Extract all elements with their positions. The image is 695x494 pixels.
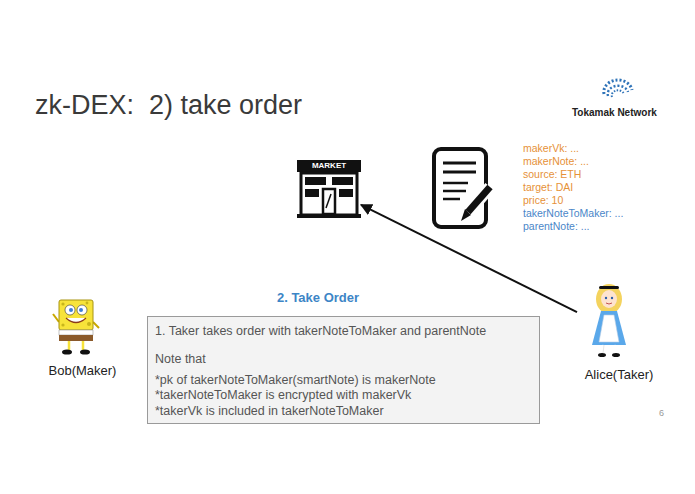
- flow-arrow: [361, 205, 577, 312]
- order-field: takerNoteToMaker: ...: [523, 207, 623, 220]
- order-field: price: 10: [523, 194, 563, 207]
- note-text: *pk of takerNoteToMaker(smartNote) is ma…: [155, 373, 436, 388]
- document-sheet: [434, 149, 486, 227]
- page-number: 6: [659, 408, 664, 419]
- actor-label: Bob(Maker): [40, 363, 125, 379]
- note-text: *takerVk is included in takerNoteToMaker: [155, 404, 384, 419]
- taker-node: Alice(Taker): [577, 283, 661, 383]
- logo-rings: [604, 80, 632, 97]
- order-field: source: ETH: [523, 168, 581, 181]
- step-text: 1. Taker takes order with takerNoteToMak…: [155, 324, 486, 339]
- order-field: parentNote: ...: [523, 220, 590, 233]
- bob-illustration: [52, 298, 100, 356]
- actor-label: Alice(Taker): [577, 367, 661, 383]
- order-field: makerNote: ...: [523, 155, 589, 168]
- market-node: MARKET: [297, 160, 361, 218]
- maker-node: Bob(Maker): [40, 298, 125, 382]
- order-document-icon: [428, 145, 500, 233]
- order-field: target: DAI: [523, 181, 573, 194]
- step-heading: 2. Take Order: [243, 290, 393, 306]
- alice-figure: [592, 284, 626, 357]
- slide-title: zk-DEX: 2) take order: [35, 89, 302, 121]
- note-text: Note that: [155, 352, 206, 367]
- order-field: makerVk: ...: [523, 142, 579, 155]
- pencil: [461, 187, 490, 221]
- market-building: [297, 160, 361, 218]
- take-order-box: 2. Take Order1. Taker takes order with t…: [147, 316, 540, 424]
- note-text: *takerNoteToMaker is encrypted with make…: [155, 388, 411, 403]
- bob-figure: [53, 300, 99, 355]
- market-sign: MARKET: [297, 161, 361, 171]
- alice-illustration: [588, 283, 630, 359]
- brand-name: Tokamak Network: [572, 107, 657, 119]
- logo-mark: [598, 78, 638, 108]
